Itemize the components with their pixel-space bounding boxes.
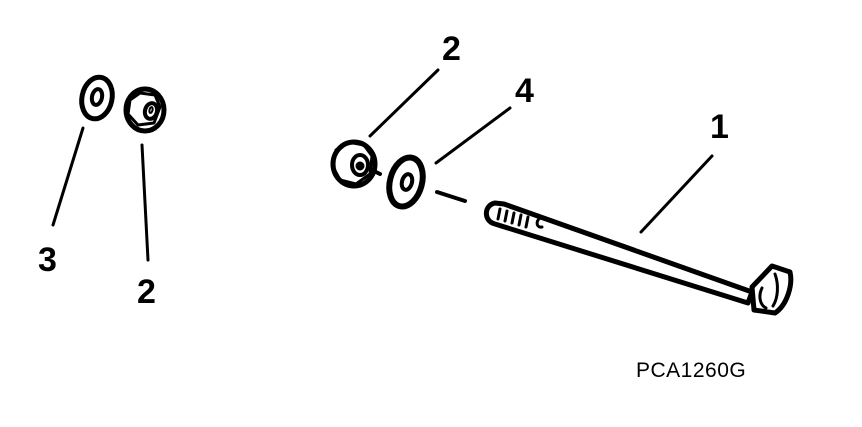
washer-to-bolt-axis (435, 190, 467, 203)
nut-to-washer-axis (372, 169, 382, 176)
callout-1: 1 (710, 108, 729, 146)
washer-left-icon (79, 74, 115, 122)
figure-id-label: PCA1260G (636, 359, 747, 382)
leader-line-1 (639, 154, 714, 234)
callout-4: 4 (515, 72, 534, 110)
bolt-icon (483, 200, 794, 316)
leader-line-2-left (140, 143, 150, 262)
leader-line-2-center (368, 68, 440, 138)
callout-3-left: 3 (38, 241, 57, 279)
leader-line-4 (434, 106, 512, 165)
washer-center-icon (386, 154, 426, 210)
leader-line-3-left (51, 126, 85, 227)
lock-nut-left-icon (123, 86, 167, 134)
callout-2-center: 2 (442, 30, 461, 68)
lock-nut-center-icon (330, 139, 378, 189)
callout-2-left: 2 (137, 273, 156, 311)
